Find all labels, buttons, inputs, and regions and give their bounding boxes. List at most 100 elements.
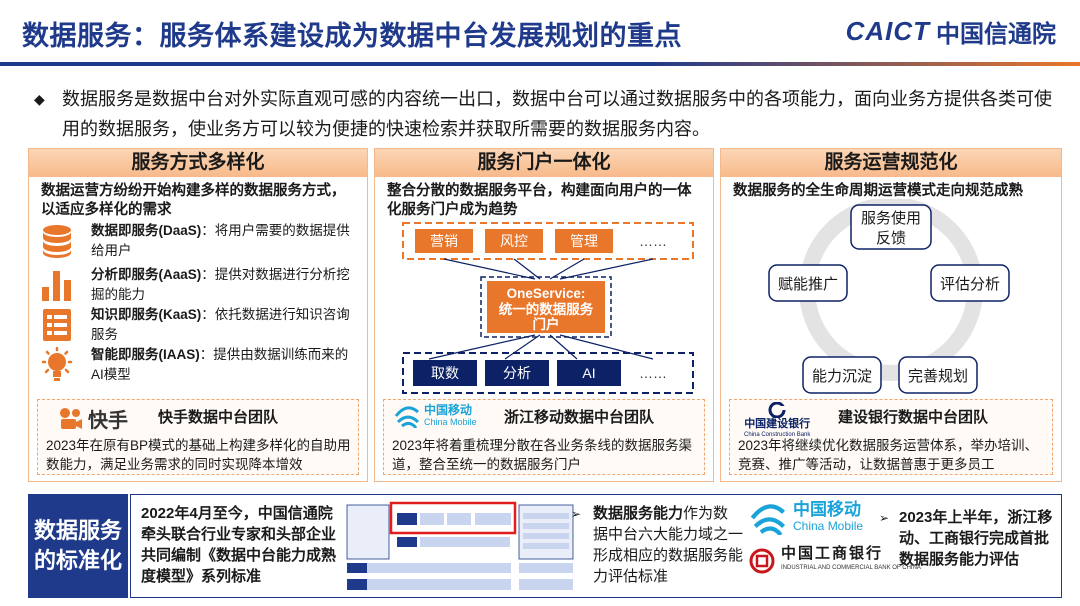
header-divider (0, 62, 1080, 66)
ccb-logo-en: China Construction Bank (744, 432, 811, 438)
kuaishou-logo-text: 快手 (88, 410, 128, 432)
service-desc: ：将用户需要的数据提供给用户 (91, 223, 350, 258)
node-ai-label: AI (582, 365, 595, 381)
ccb-logo: 中国建设银行 China Construction Bank (744, 401, 811, 441)
ccb-logo-cn: 中国建设银行 (744, 418, 811, 430)
oneservice-line3: 门户 (533, 316, 560, 332)
capability-bold: 数据服务能力 (593, 505, 684, 522)
standard-description: 2022年4月至今，中国信通院牵头联合行业专家和头部企业共同编制《数据中台能力成… (141, 505, 337, 585)
node-management-label: 管理 (570, 233, 598, 249)
panel-subtitle: 数据服务的全生命周期运营模式走向规范成熟 (733, 183, 1023, 199)
service-desc: ：提供由数据训练而来的AI模型 (91, 347, 349, 382)
connector-lines (428, 258, 654, 360)
service-aaas: 分析即服务(AaaS)：提供对数据进行分析挖掘的能力 (39, 265, 364, 309)
icbc-en: INDUSTRIAL AND COMMERCIAL BANK OF CHINA (781, 565, 921, 571)
standard-evaluation-text: 2023年上半年，浙江移动、工商银行完成首批数据服务能力评估 (899, 509, 1053, 568)
panel-portal: 服务门户一体化 整合分散的数据服务平台，构建面向用户的一体化服务门户成为趋势 营… (374, 148, 714, 482)
oneservice-node (487, 281, 605, 333)
panel-diversified: 服务方式多样化 数据运营方纷纷开始构建多样的数据服务方式，以适应多样化的需求 数… (28, 148, 368, 482)
node-management (555, 229, 613, 253)
logo-cn: 中国信通院 (936, 21, 1056, 48)
intro-text: 数据服务是数据中台对外实际直观可感的内容统一出口，数据中台可以通过数据服务中的各… (62, 89, 1052, 139)
cycle-node-planning (898, 356, 978, 394)
oneservice-line1: OneService: (507, 286, 586, 301)
icbc-logo: 中国工商银行 INDUSTRIAL AND COMMERCIAL BANK OF… (749, 545, 921, 575)
page-title: 数据服务：服务体系建设成为数据中台发展规划的重点 (22, 21, 682, 51)
service-desc: ：提供对数据进行分析挖掘的能力 (91, 267, 350, 302)
operation-cycle-diagram: 服务使用 反馈 评估分析 完善规划 能力沉淀 赋能推广 (768, 199, 1010, 394)
intro-paragraph: ◆ 数据服务是数据中台对外实际直观可感的内容统一出口，数据中台可以通过数据服务中… (34, 84, 1054, 144)
cycle-label-empower: 赋能推广 (778, 276, 838, 293)
china-mobile-en: China Mobile (424, 417, 477, 427)
portal-diagram: 营销 风控 管理 …… OneService: 统一的数据服务 门户 取数 分析… (402, 222, 694, 394)
node-fetch (413, 360, 477, 386)
lightbulb-icon (41, 347, 73, 381)
node-ai (557, 360, 621, 386)
cycle-label-planning: 完善规划 (908, 368, 968, 385)
maturity-model-thumbnail (345, 501, 575, 593)
china-mobile-en: China Mobile (793, 519, 864, 533)
arrow-icon: ➢ (879, 511, 890, 525)
ccb-icon (768, 401, 788, 419)
logo-en: CAICT (845, 16, 930, 46)
node-risk-label: 风控 (500, 233, 528, 249)
service-name: 分析即服务(AaaS) (91, 267, 202, 282)
cycle-label-deposit: 能力沉淀 (812, 368, 872, 385)
header: 数据服务：服务体系建设成为数据中台发展规划的重点 CAICT 中国信通院 (0, 0, 1080, 66)
case-body: 2023年将继续优化数据服务运营体系，举办培训、竞赛、推广等活动，让数据普惠于更… (738, 438, 1039, 472)
case-title: 建设银行数据中台团队 (838, 409, 989, 426)
standardization-label-text: 数据服务的标准化 (33, 518, 122, 573)
cycle-node-feedback (850, 204, 932, 250)
case-title: 浙江移动数据中台团队 (504, 409, 655, 426)
node-analysis (485, 360, 549, 386)
database-icon (43, 225, 71, 258)
icbc-icon (749, 548, 775, 574)
case-body: 2023年在原有BP模式的基础上构建多样化的自助用数能力，满足业务需求的同时实现… (46, 438, 351, 472)
case-kuaishou: 快手 快手数据中台团队 2023年在原有BP模式的基础上构建多样化的自助用数能力… (37, 399, 359, 475)
cycle-node-empower (768, 264, 848, 302)
service-kaas: 知识即服务(KaaS)：依托数据进行知识咨询服务 (39, 305, 364, 349)
icbc-cn: 中国工商银行 (781, 545, 884, 562)
cycle-node-evaluation (930, 264, 1010, 302)
panel-subtitle: 整合分散的数据服务平台，构建面向用户的一体化服务门户成为趋势 (387, 183, 692, 218)
china-mobile-logo: 中国移动 China Mobile (394, 404, 477, 428)
standardization-box: 2022年4月至今，中国信通院牵头联合行业专家和头部企业共同编制《数据中台能力成… (130, 494, 1062, 598)
kuaishou-logo: 快手 (58, 404, 128, 433)
kuaishou-icon (60, 407, 82, 429)
standardization-label: 数据服务的标准化 (28, 494, 128, 598)
node-more-label: …… (639, 233, 667, 249)
cycle-node-deposit (802, 356, 882, 394)
caict-logo: CAICT 中国信通院 (846, 14, 1056, 49)
china-mobile-logo-large: 中国移动 China Mobile (749, 501, 863, 535)
service-desc: ：依托数据进行知识咨询服务 (91, 307, 350, 342)
china-mobile-icon (750, 504, 786, 535)
cycle-label-evaluation: 评估分析 (940, 276, 1000, 293)
cycle-label-feedback-2: 反馈 (876, 230, 906, 247)
bullet-icon: ◆ (34, 91, 45, 107)
node-marketing (415, 229, 473, 253)
data-layer-frame (402, 352, 694, 394)
oneservice-frame (480, 276, 612, 338)
arrow-icon: ➢ (571, 507, 582, 521)
business-layer-frame (402, 222, 694, 260)
china-mobile-icon (394, 406, 420, 428)
document-list-icon (43, 309, 71, 341)
node-risk (485, 229, 543, 253)
bar-chart-icon (42, 271, 71, 301)
highlight-frame (389, 501, 517, 535)
node-fetch-label: 取数 (431, 365, 459, 381)
panel-subtitle: 数据运营方纷纷开始构建多样的数据服务方式，以适应多样化的需求 (41, 183, 346, 218)
service-name: 智能即服务(IAAS) (91, 347, 200, 362)
china-mobile-cn: 中国移动 (424, 403, 473, 417)
china-mobile-cn: 中国移动 (793, 500, 861, 519)
standard-capability-text: 数据服务能力作为数据中台六大能力域之一形成相应的数据服务能力评估标准 (593, 503, 743, 587)
panel-title: 服务方式多样化 (29, 149, 367, 177)
node-analysis-label: 分析 (503, 365, 531, 381)
case-body: 2023年将着重梳理分散在各业务条线的数据服务渠道，整合至统一的数据服务门户 (392, 438, 693, 472)
panel-operation: 服务运营规范化 数据服务的全生命周期运营模式走向规范成熟 服务使用 反馈 评估分… (720, 148, 1062, 482)
case-title: 快手数据中台团队 (158, 409, 279, 426)
service-daas: 数据即服务(DaaS)：将用户需要的数据提供给用户 (39, 221, 364, 265)
node-marketing-label: 营销 (430, 233, 458, 249)
service-name: 数据即服务(DaaS) (91, 223, 202, 238)
cycle-label-feedback-1: 服务使用 (861, 210, 921, 227)
